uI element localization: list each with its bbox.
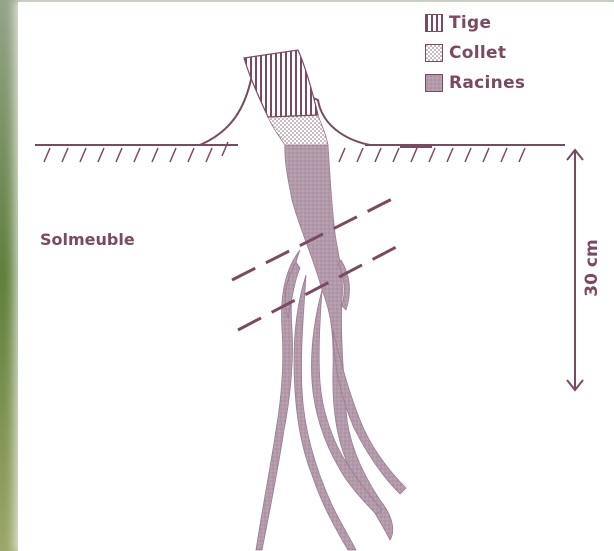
legend-item-racines: Racines	[425, 68, 525, 98]
legend-label: Collet	[449, 43, 506, 63]
legend-item-collet: Collet	[425, 38, 525, 68]
legend-label: Tige	[449, 13, 491, 33]
depth-label: 30 cm	[582, 239, 602, 296]
stem-stub	[244, 50, 318, 117]
roots	[256, 145, 406, 550]
collet-zone	[268, 115, 328, 145]
root-swatch-icon	[425, 74, 443, 92]
legend-item-tige: Tige	[425, 8, 525, 38]
stripes-swatch-icon	[425, 14, 443, 32]
depth-arrow	[567, 150, 583, 390]
soil-label: Solmeuble	[40, 230, 135, 249]
dots-swatch-icon	[425, 44, 443, 62]
legend-label: Racines	[449, 73, 525, 93]
legend: Tige Collet Racines	[425, 8, 525, 98]
